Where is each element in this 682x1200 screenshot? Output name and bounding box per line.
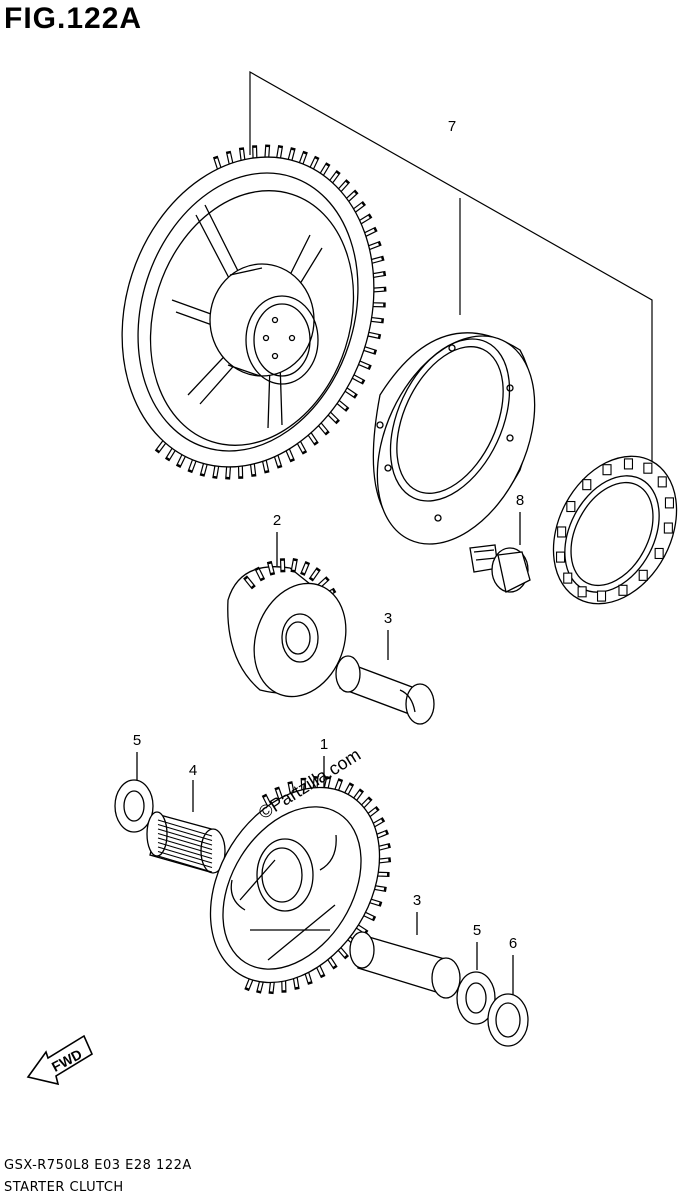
fwd-arrow-icon: FWD [26, 1034, 94, 1086]
shaft-lower [349, 912, 461, 999]
gear-teeth [244, 775, 392, 995]
callout-part-3-lower: 3 [412, 892, 422, 909]
shaft-upper [335, 630, 435, 725]
needle-bearing [146, 780, 226, 874]
callout-part-7: 7 [447, 118, 457, 135]
callout-part-3-upper: 3 [383, 610, 393, 627]
callout-part-4: 4 [188, 762, 198, 779]
clutch-housing-ring [372, 332, 536, 545]
sprag-elements [555, 458, 675, 602]
figure-title: FIG.122A [4, 2, 143, 35]
needle-rollers [157, 819, 213, 873]
washer-6 [487, 955, 529, 1047]
starter-clutch-gear [121, 144, 387, 480]
washer-left [114, 752, 154, 833]
starter-driven-gear [209, 756, 392, 995]
callout-part-6: 6 [508, 935, 518, 952]
one-way-clutch [552, 455, 678, 605]
callout-part-1: 1 [319, 736, 329, 753]
washer-right [456, 942, 496, 1025]
idle-gear [227, 532, 347, 698]
figure-caption: STARTER CLUTCH [4, 1180, 124, 1195]
bolt [469, 512, 531, 593]
callout-part-2: 2 [272, 512, 282, 529]
leader-lines-part-7 [249, 70, 653, 462]
callout-part-5-left: 5 [132, 732, 142, 749]
callout-part-8: 8 [515, 492, 525, 509]
gear-teeth [154, 144, 387, 480]
figure-code: GSX-R750L8 E03 E28 122A [4, 1158, 192, 1173]
callout-part-5-right: 5 [472, 922, 482, 939]
